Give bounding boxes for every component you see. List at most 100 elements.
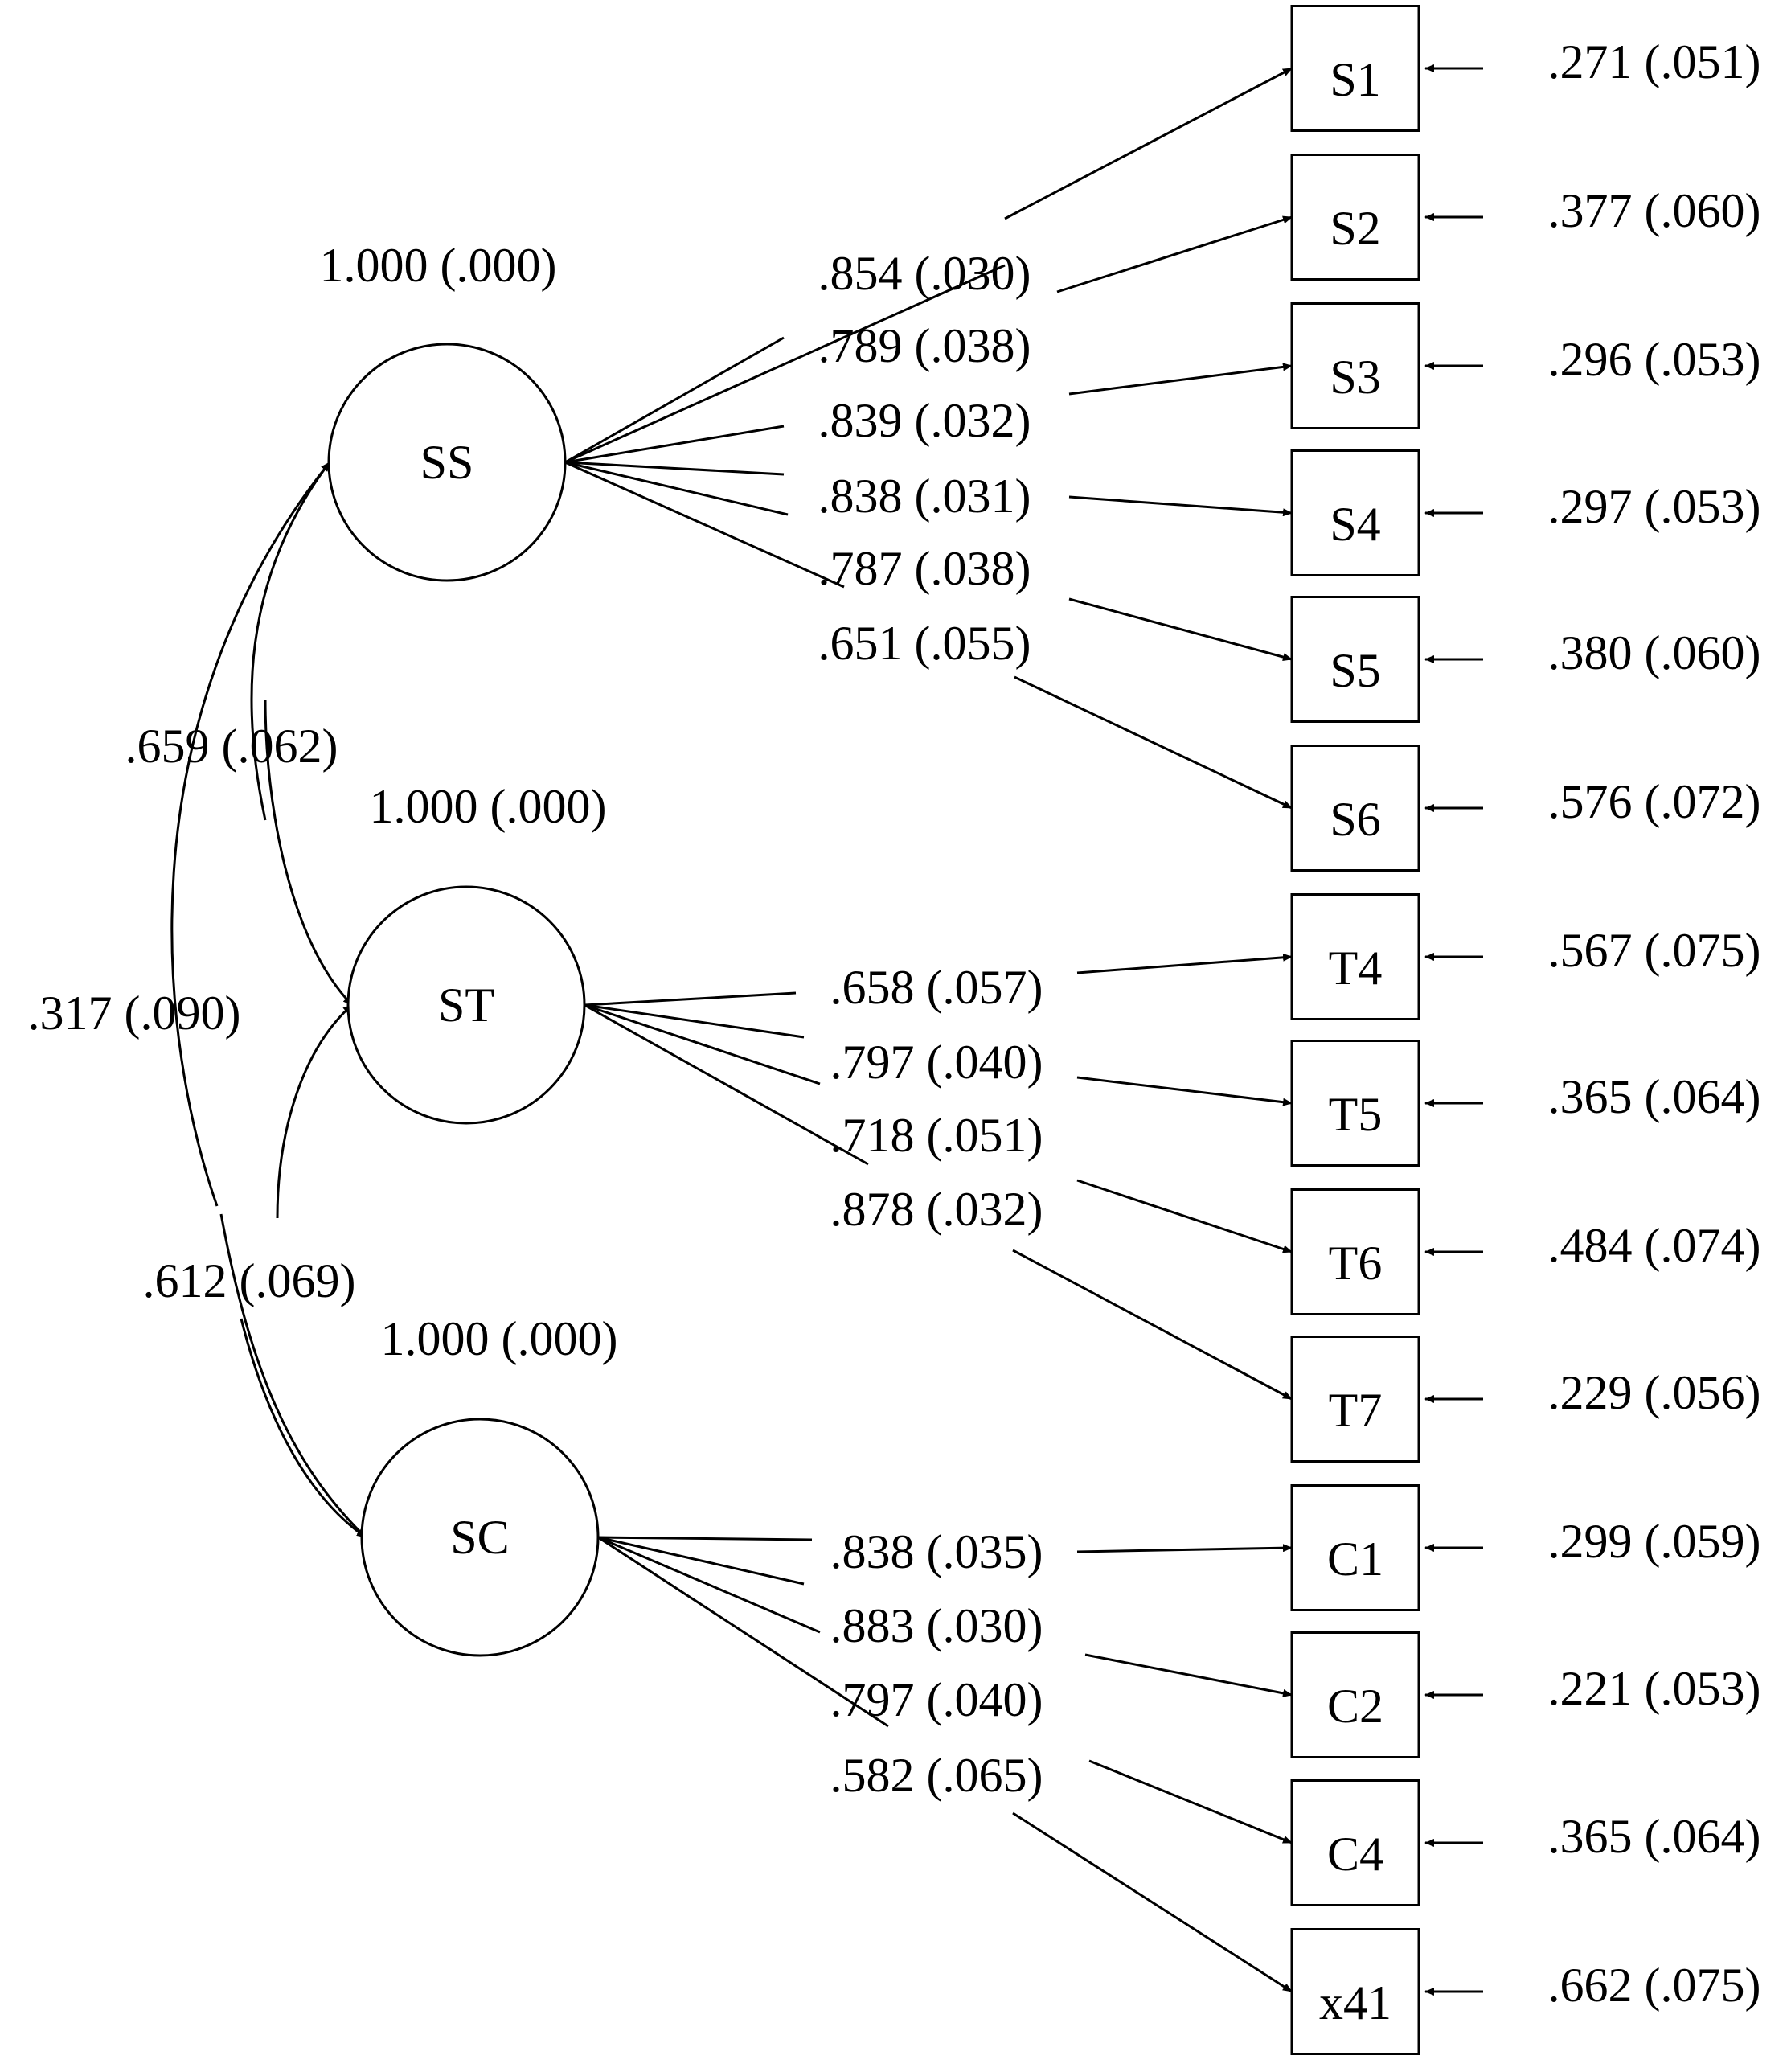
factor-label-ss: SS xyxy=(420,436,474,489)
indicator-box-x41 xyxy=(1290,1928,1420,2055)
loading-label-t6: .718 (.051) xyxy=(830,1109,1043,1162)
residual-label-c4: .365 (.064) xyxy=(1548,1810,1761,1863)
indicator-box-s6 xyxy=(1290,745,1420,872)
indicator-label-t7: T7 xyxy=(1329,1384,1383,1437)
loading-path-t4 xyxy=(584,991,797,1007)
loading-arrow-s6 xyxy=(1014,675,1293,810)
factor-variance-sc: 1.000 (.000) xyxy=(381,1312,618,1365)
loading-arrow-c1 xyxy=(1076,1544,1293,1553)
corr-arrow-ss-st-up xyxy=(250,462,331,821)
loading-arrow-c2 xyxy=(1084,1653,1293,1697)
factor-variance-ss: 1.000 (.000) xyxy=(320,239,557,292)
loading-label-s6: .651 (.055) xyxy=(818,617,1031,670)
residual-label-t5: .365 (.064) xyxy=(1548,1070,1761,1123)
factor-variance-st: 1.000 (.000) xyxy=(370,780,607,833)
loading-label-x41: .582 (.065) xyxy=(830,1749,1043,1802)
indicator-label-s3: S3 xyxy=(1330,351,1380,404)
loading-path-s5 xyxy=(564,461,789,516)
indicator-label-c1: C1 xyxy=(1327,1532,1383,1586)
indicator-box-s3 xyxy=(1290,302,1420,429)
residual-label-t7: .229 (.056) xyxy=(1548,1366,1761,1419)
loading-arrow-c4 xyxy=(1088,1759,1293,1844)
factor-st xyxy=(346,885,586,1125)
indicator-box-s1 xyxy=(1290,5,1420,132)
corr-arrow-ss-sc-down xyxy=(219,1213,367,1539)
loading-path-c2 xyxy=(597,1536,805,1586)
indicator-box-s5 xyxy=(1290,596,1420,723)
loading-label-c1: .838 (.035) xyxy=(830,1525,1043,1578)
indicator-label-s5: S5 xyxy=(1330,644,1380,697)
residual-label-s5: .380 (.060) xyxy=(1548,626,1761,679)
indicator-label-t4: T4 xyxy=(1329,942,1383,995)
loading-path-c4 xyxy=(597,1536,821,1634)
indicator-box-c2 xyxy=(1290,1631,1420,1758)
loading-path-t6 xyxy=(584,1003,821,1085)
indicator-label-s4: S4 xyxy=(1330,498,1380,551)
loading-label-t7: .878 (.032) xyxy=(830,1183,1043,1236)
corr-arrow-st-sc-down xyxy=(240,1318,367,1539)
loading-arrow-t7 xyxy=(1012,1249,1293,1401)
label-layer: 1.000 (.000)1.000 (.000)1.000 (.000).854… xyxy=(28,35,1761,2012)
residual-label-t4: .567 (.075) xyxy=(1548,924,1761,977)
indicator-label-x41: x41 xyxy=(1319,1976,1391,2029)
corr-arrow-ss-sc-up xyxy=(170,462,331,1207)
residual-label-c1: .299 (.059) xyxy=(1548,1515,1761,1568)
corr-arrow-ss-st-down xyxy=(264,699,354,1007)
loading-label-t5: .797 (.040) xyxy=(830,1036,1043,1089)
loading-arrow-s3 xyxy=(1068,363,1293,396)
correlation-label-ss-st: .659 (.062) xyxy=(125,720,338,773)
loading-arrow-x41 xyxy=(1012,1811,1293,1993)
loading-path-s4 xyxy=(564,461,785,476)
indicator-box-t6 xyxy=(1290,1188,1420,1315)
loading-label-c2: .883 (.030) xyxy=(830,1599,1043,1652)
loading-label-c4: .797 (.040) xyxy=(830,1673,1043,1726)
factor-label-st: ST xyxy=(438,979,494,1032)
residual-label-x41: .662 (.075) xyxy=(1548,1959,1761,2012)
indicator-box-s4 xyxy=(1290,449,1420,576)
indicator-box-c1 xyxy=(1290,1484,1420,1611)
residual-label-s6: .576 (.072) xyxy=(1548,775,1761,828)
loading-arrow-t4 xyxy=(1076,953,1293,974)
loading-path-s2 xyxy=(564,336,785,464)
residual-label-s2: .377 (.060) xyxy=(1548,184,1761,237)
indicator-box-t5 xyxy=(1290,1040,1420,1167)
loading-path-t7 xyxy=(584,1003,869,1166)
indicator-label-c4: C4 xyxy=(1327,1828,1383,1881)
indicator-box-t7 xyxy=(1290,1336,1420,1463)
residual-label-t6: .484 (.074) xyxy=(1548,1219,1761,1272)
correlation-label-ss-sc: .317 (.090) xyxy=(28,987,241,1040)
indicator-label-s1: S1 xyxy=(1330,53,1380,106)
indicator-label-t5: T5 xyxy=(1329,1088,1383,1141)
factor-label-sc: SC xyxy=(450,1511,509,1564)
loading-arrow-s4 xyxy=(1068,495,1293,517)
residual-label-c2: .221 (.053) xyxy=(1548,1662,1761,1715)
indicator-label-s2: S2 xyxy=(1330,202,1380,255)
indicator-box-c4 xyxy=(1290,1779,1420,1906)
factor-ss xyxy=(327,343,567,582)
corr-arrow-st-sc-up xyxy=(276,1003,353,1219)
residual-label-s1: .271 (.051) xyxy=(1548,35,1761,88)
loading-path-s1 xyxy=(564,264,1006,464)
loading-path-t5 xyxy=(584,1003,805,1039)
loading-arrow-s5 xyxy=(1068,597,1293,661)
loading-label-t4: .658 (.057) xyxy=(830,961,1043,1014)
loading-label-s3: .839 (.032) xyxy=(818,394,1031,447)
residual-label-s4: .297 (.053) xyxy=(1548,480,1761,533)
loading-path-x41 xyxy=(597,1536,889,1728)
indicator-box-t4 xyxy=(1290,893,1420,1020)
edge-layer xyxy=(170,64,1483,1996)
loading-arrow-t6 xyxy=(1076,1179,1293,1253)
loading-arrow-t5 xyxy=(1076,1076,1293,1106)
correlation-label-st-sc: .612 (.069) xyxy=(143,1254,356,1307)
loading-path-s3 xyxy=(564,425,785,464)
loading-arrow-s2 xyxy=(1056,215,1293,293)
loading-path-s6 xyxy=(564,461,845,589)
indicator-label-t6: T6 xyxy=(1329,1237,1383,1290)
loading-path-c1 xyxy=(597,1536,813,1541)
factor-sc xyxy=(360,1418,600,1657)
loading-label-s4: .838 (.031) xyxy=(818,470,1031,523)
indicator-label-s6: S6 xyxy=(1330,793,1380,846)
indicator-label-c2: C2 xyxy=(1327,1680,1383,1733)
